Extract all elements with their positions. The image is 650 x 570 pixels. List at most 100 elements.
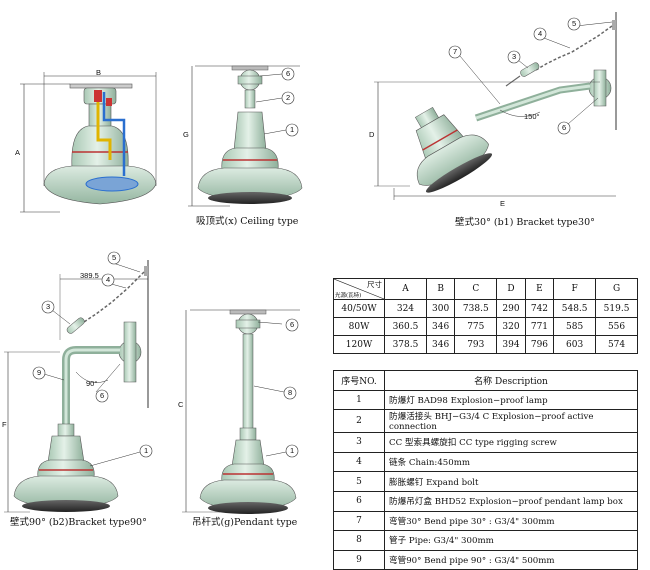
part-no: 6 (333, 490, 385, 512)
part-desc: 管子 Pipe: G3/4" 300mm (384, 530, 638, 551)
value-cell: 519.5 (595, 299, 638, 318)
value-cell: 574 (595, 335, 638, 354)
callout-4: 4 (538, 29, 543, 38)
ceiling-type-lamp (188, 65, 303, 207)
value-cell: 585 (553, 317, 597, 336)
dim-b-label: B (96, 68, 102, 77)
part-no: 4 (333, 451, 385, 473)
header-description: 名称 Description (384, 370, 638, 391)
value-cell: 300 (425, 299, 456, 318)
callout-2: 2 (286, 93, 291, 102)
dim-e-label: E (500, 199, 506, 208)
table-row: 120W 378.5 346 793 394 796 603 574 (333, 335, 638, 354)
callout-3: 3 (46, 302, 51, 311)
part-no: 1 (333, 389, 385, 411)
bracket-30-lamp (374, 12, 617, 200)
value-cell: 796 (524, 335, 555, 354)
parts-table-header: 序号NO. 名称 Description (333, 370, 638, 391)
col-header: B (425, 278, 456, 300)
value-cell: 771 (524, 317, 555, 336)
value-cell: 742 (524, 299, 555, 318)
part-desc: 防爆灯 BAD98 Explosion−proof lamp (384, 389, 638, 411)
dim-a-label: A (15, 148, 21, 157)
lamp-cell: 120W (333, 335, 385, 354)
col-header: A (384, 278, 427, 300)
callout-1: 1 (290, 446, 295, 455)
dim-389-label: 389.5 (80, 271, 99, 280)
pendant-lamp (182, 309, 300, 514)
table-row: 80W 360.5 346 775 320 771 585 556 (333, 317, 638, 336)
dim-c-label: C (178, 400, 184, 409)
callout-circles (32, 17, 581, 458)
callout-6: 6 (286, 69, 291, 78)
part-desc: 弯管90° Bend pipe 90° : G3/4" 500mm (384, 549, 638, 570)
col-header: E (524, 278, 555, 300)
part-no: 7 (333, 510, 385, 532)
part-desc: 链条 Chain:450mm (384, 451, 638, 473)
value-cell: 775 (454, 317, 498, 336)
callout-4: 4 (106, 275, 111, 284)
value-cell: 324 (384, 299, 427, 318)
col-header: D (496, 278, 526, 300)
callout-5: 5 (572, 19, 577, 28)
callout-1: 1 (290, 125, 295, 134)
value-cell: 290 (496, 299, 526, 318)
callout-1: 1 (144, 446, 149, 455)
bracket-90-lamp (4, 260, 149, 513)
dim-f-label: F (2, 420, 7, 429)
callout-5: 5 (112, 253, 117, 262)
callout-8: 8 (288, 388, 293, 397)
value-cell: 394 (496, 335, 526, 354)
part-no: 9 (333, 549, 385, 570)
value-cell: 346 (425, 335, 456, 354)
callout-6: 6 (290, 320, 295, 329)
value-cell: 346 (425, 317, 456, 336)
value-cell: 738.5 (454, 299, 498, 318)
callout-6: 6 (100, 391, 105, 400)
corner-bottom-label: 光源(瓦特) (335, 293, 362, 299)
callout-3: 3 (512, 52, 517, 61)
part-no: 5 (333, 471, 385, 492)
value-cell: 378.5 (384, 335, 427, 354)
dim-g-label: G (183, 130, 189, 139)
part-no: 3 (333, 432, 385, 453)
caption-bracket-90: 壁式90° (b2)Bracket type90° (10, 517, 147, 528)
table-row: 40/50W 324 300 738.5 290 742 548.5 519.5 (333, 299, 638, 318)
caption-bracket-30: 壁式30° (b1) Bracket type30° (455, 217, 595, 228)
col-header: G (595, 278, 638, 300)
value-cell: 360.5 (384, 317, 427, 336)
part-desc: 弯管30° Bend pipe 30° : G3/4" 300mm (384, 510, 638, 532)
col-header: C (454, 278, 498, 300)
part-desc: 防爆活接头 BHJ−G3/4 C Explosion−proof active … (384, 409, 638, 434)
lamp-cell: 40/50W (333, 299, 385, 318)
part-no: 8 (333, 530, 385, 551)
col-header: F (553, 278, 597, 300)
caption-pendant: 吊杆式(g)Pendant type (192, 517, 298, 528)
callout-6: 6 (562, 123, 567, 132)
part-desc: CC 型索具螺旋扣 CC type rigging screw (384, 432, 638, 453)
ceiling-type-cutaway-lamp (20, 72, 157, 213)
dimension-table: 尺寸 光源(瓦特) A B C D E F G 40/50W 324 300 7… (333, 278, 638, 354)
part-desc: 防爆吊灯盒 BHD52 Explosion−proof pendant lamp… (384, 490, 638, 512)
header-no: 序号NO. (333, 370, 385, 391)
angle-150-label: 150° (524, 112, 540, 121)
callout-7: 7 (453, 47, 458, 56)
angle-90-label: 90° (86, 379, 98, 388)
part-desc: 膨胀螺钉 Expand bolt (384, 471, 638, 492)
lamp-cell: 80W (333, 317, 385, 336)
value-cell: 603 (553, 335, 597, 354)
value-cell: 793 (454, 335, 498, 354)
drawing-canvas (4, 12, 617, 514)
value-cell: 548.5 (553, 299, 597, 318)
corner-cell: 尺寸 光源(瓦特) (333, 278, 385, 300)
corner-top-label: 尺寸 (367, 280, 382, 289)
part-no: 2 (333, 409, 385, 434)
